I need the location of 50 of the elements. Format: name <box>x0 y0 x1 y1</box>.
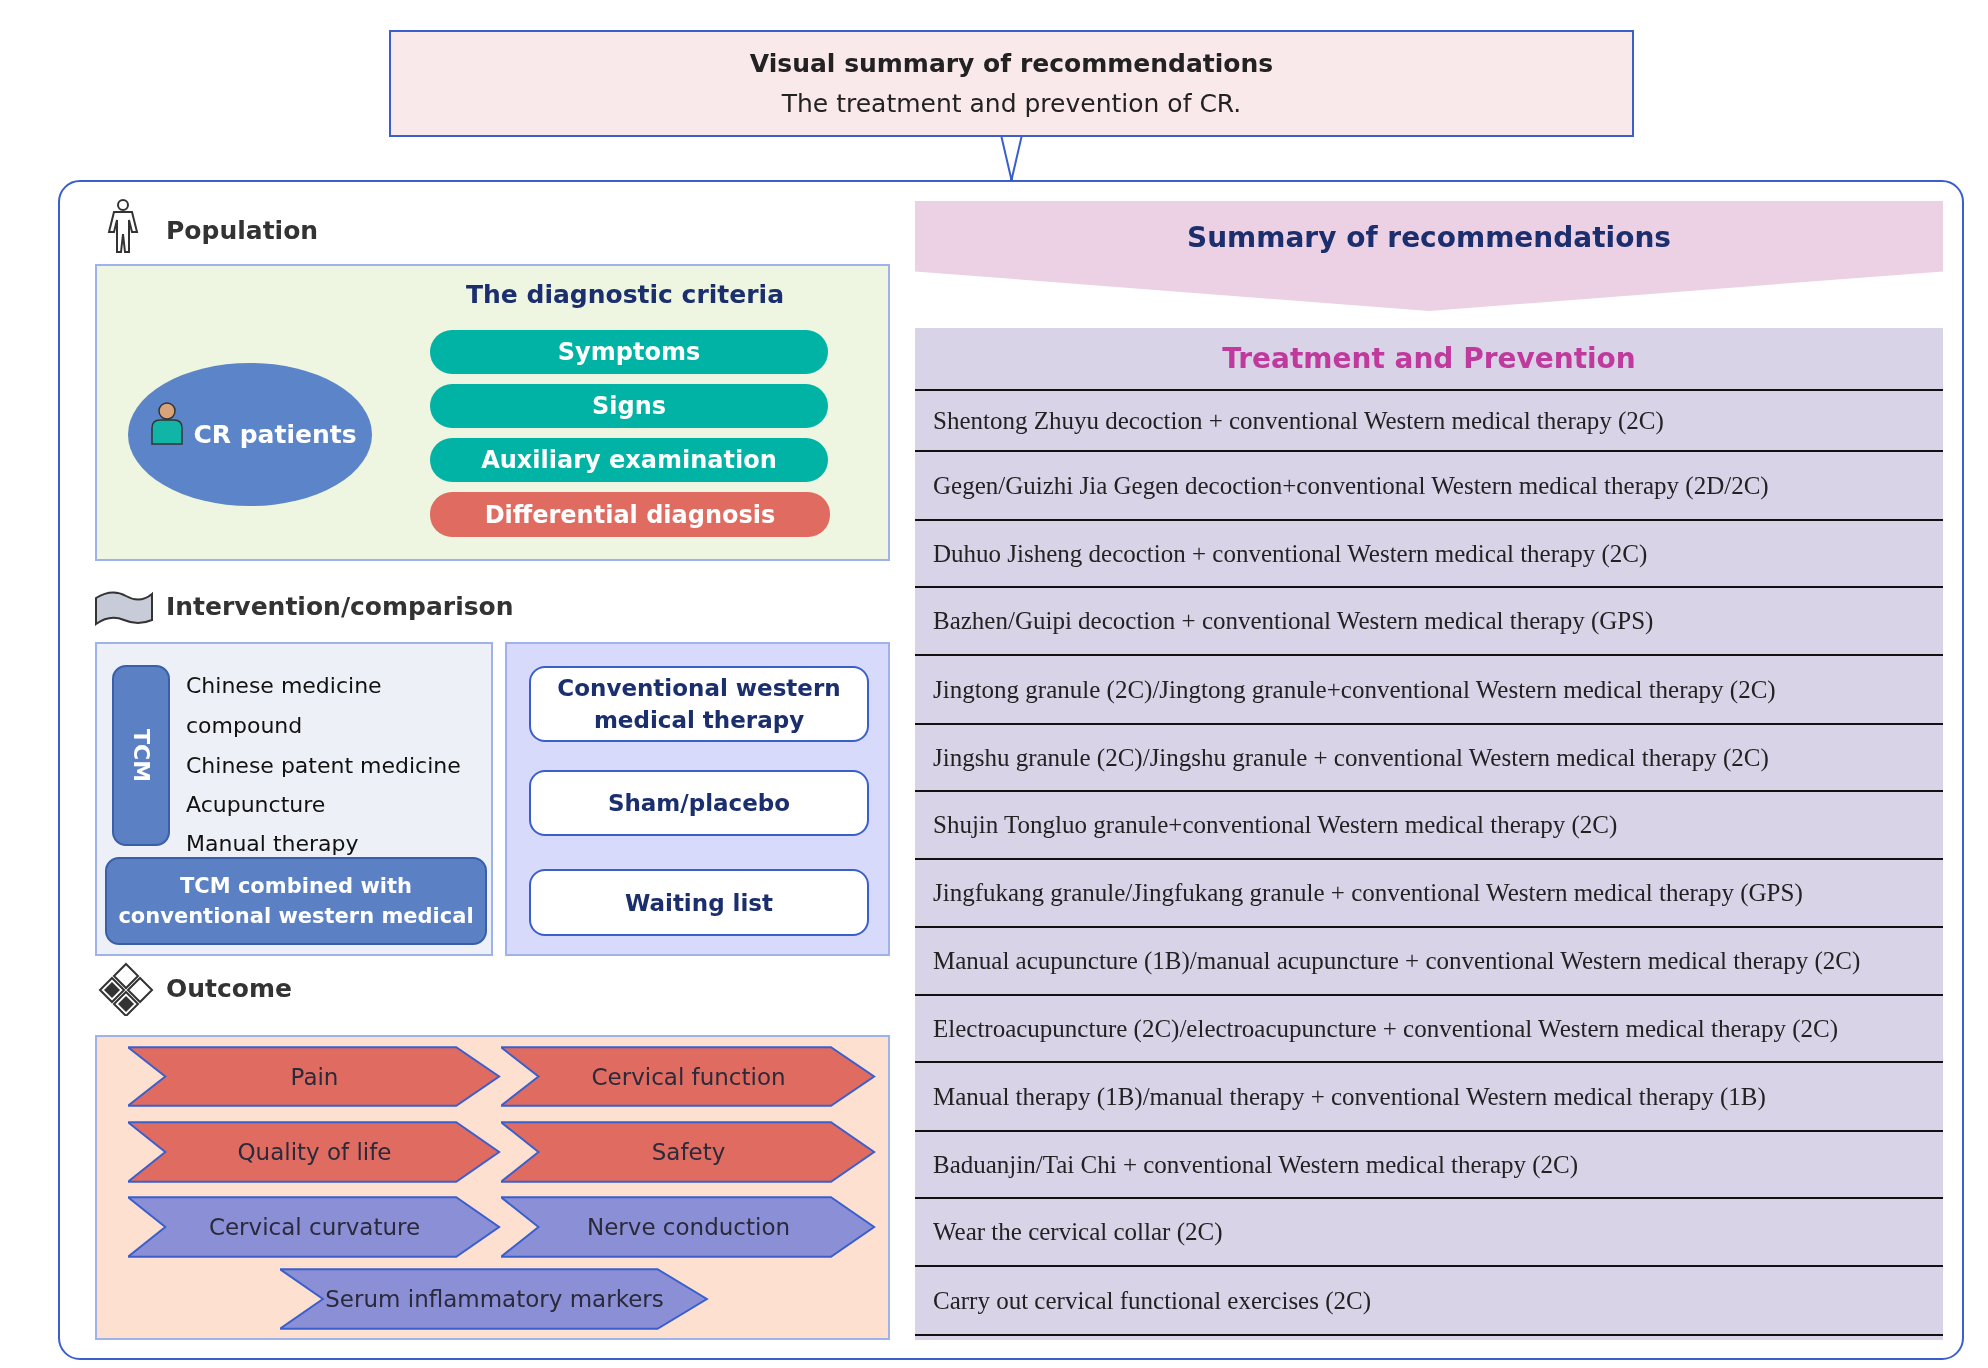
heading-banner: Summary of recommendations <box>915 201 1943 311</box>
section-heading: Outcome <box>166 974 292 1003</box>
outcome-tag: Cervical curvature <box>128 1196 501 1258</box>
frame <box>58 180 1964 1360</box>
table-cell: Shujin Tongluo granule+conventional Western medical therapy (2C) <box>915 792 1943 860</box>
outcome-tag: Cervical function <box>501 1046 876 1107</box>
criteria-pill: Symptoms <box>430 330 828 374</box>
outcome-tag: Serum inflammatory markers <box>280 1268 709 1330</box>
outcome-panel <box>95 1035 890 1340</box>
section-heading: Population <box>166 216 319 245</box>
table-cell: Manual acupuncture (1B)/manual acupuncture + conventional Western medical therapy (2C) <box>915 928 1943 996</box>
list-item-text: Chinese patent medicine <box>186 752 462 780</box>
subtitle-text: The treatment and prevention of CR. <box>781 87 1242 120</box>
comparison-box: Sham/placebo <box>529 770 869 836</box>
table-header: Treatment and Prevention <box>915 328 1943 391</box>
table-cell: Gegen/Guizhi Jia Gegen decoction+conventional Western medical therapy (2D/2C) <box>915 452 1943 521</box>
table-cell: Jingfukang granule/Jingfukang granule + conventional Western medical therapy (GPS) <box>915 860 1943 928</box>
table-cell: Carry out cervical functional exercises (2C) <box>915 1267 1943 1336</box>
table-cell: Manual therapy (1B)/manual therapy + conventional Western medical therapy (1B) <box>915 1063 1943 1132</box>
criteria-pill: Differential diagnosis <box>430 492 830 537</box>
criteria-heading: The diagnostic criteria <box>465 280 785 309</box>
list-item-text: Chinese medicine compound <box>186 672 383 740</box>
tcm-tab: TCM <box>112 665 170 846</box>
table-cell: Baduanjin/Tai Chi + conventional Western medical therapy (2C) <box>915 1132 1943 1199</box>
outcome-tag: Nerve conduction <box>501 1196 876 1258</box>
outcome-tag: Quality of life <box>128 1121 501 1183</box>
table-cell: Duhuo Jisheng decoction + conventional Western medical therapy (2C) <box>915 521 1943 588</box>
patient-ellipse: CR patients <box>128 363 372 506</box>
comparison-box: Conventional western medical therapy <box>529 666 869 742</box>
outcome-tag: Pain <box>128 1046 501 1107</box>
criteria-pill: Signs <box>430 384 828 428</box>
therapy-box: TCM combined with conventional western medical <box>105 857 487 945</box>
comparison-box: Waiting list <box>529 869 869 936</box>
section-heading: Intervention/comparison <box>166 592 514 621</box>
list-item-text: Manual therapy <box>186 830 360 858</box>
title-box <box>389 30 1634 137</box>
population-panel <box>95 264 890 561</box>
title-text: Visual summary of recommendations <box>749 47 1274 80</box>
outcome-tag: Safety <box>501 1121 876 1183</box>
table-cell: Electroacupuncture (2C)/electroacupuncture + conventional Western medical therapy (2C) <box>915 996 1943 1063</box>
recommendation-table <box>915 328 1943 1340</box>
list-item-text: Acupuncture <box>186 791 327 819</box>
intervention-panel <box>95 642 493 956</box>
table-cell: Wear the cervical collar (2C) <box>915 1199 1943 1267</box>
table-cell: Jingtong granule (2C)/Jingtong granule+conventional Western medical therapy (2C) <box>915 656 1943 725</box>
comparison-panel <box>505 642 890 956</box>
criteria-pill: Auxiliary examination <box>430 438 828 482</box>
table-cell: Bazhen/Guipi decoction + conventional Western medical therapy (GPS) <box>915 588 1943 656</box>
table-cell: Shentong Zhuyu decoction + conventional Western medical therapy (2C) <box>915 391 1943 452</box>
table-cell: Jingshu granule (2C)/Jingshu granule + conventional Western medical therapy (2C) <box>915 725 1943 792</box>
